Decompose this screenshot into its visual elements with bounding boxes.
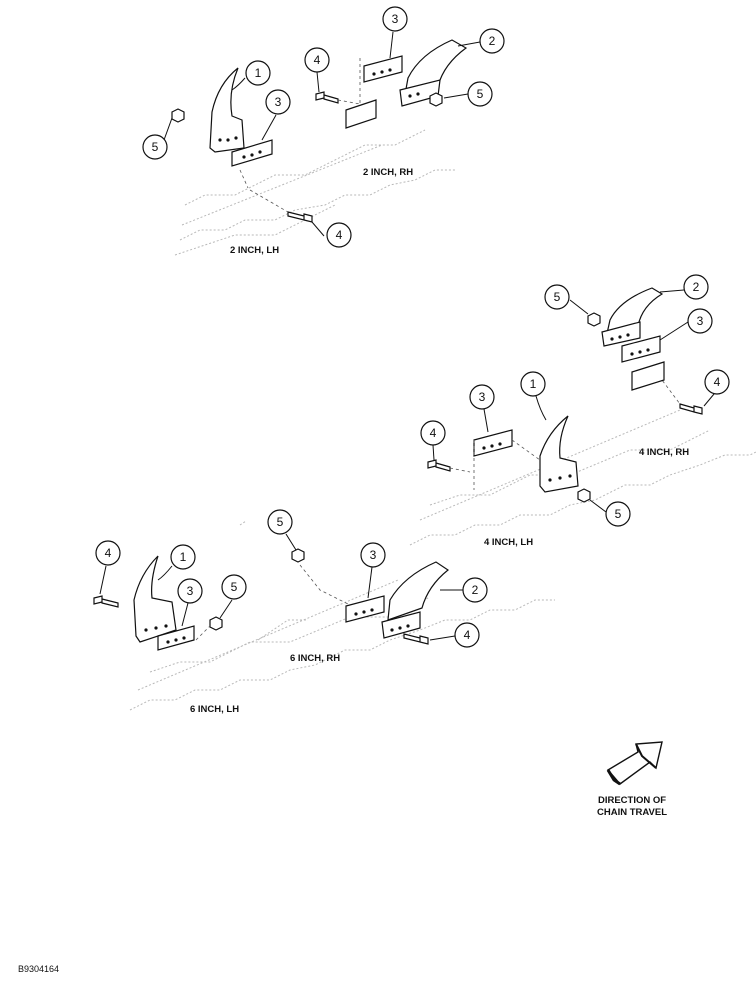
svg-text:4: 4 bbox=[464, 628, 471, 642]
label-4-inch-lh: 4 INCH, LH bbox=[484, 537, 533, 548]
bolt-4-lh bbox=[287, 211, 313, 223]
svg-text:4: 4 bbox=[336, 228, 343, 242]
svg-text:5: 5 bbox=[277, 515, 284, 529]
assembly-2-inch: 1 3 5 4 4 3 2 5 2 INCH, RH 2 INCH, LH bbox=[142, 6, 505, 256]
nut-5-lh bbox=[577, 488, 591, 503]
label-6-inch-rh: 6 INCH, RH bbox=[290, 653, 340, 664]
svg-text:5: 5 bbox=[152, 140, 159, 154]
nut-5-rh bbox=[587, 312, 601, 327]
callout-3: 3 bbox=[177, 578, 203, 627]
plate-3-lh bbox=[157, 625, 195, 651]
pad-1-hook bbox=[133, 555, 177, 643]
callout-4: 4 bbox=[420, 420, 446, 461]
svg-text:3: 3 bbox=[370, 548, 377, 562]
direction-label-line2: CHAIN TRAVEL bbox=[597, 807, 667, 818]
svg-text:4: 4 bbox=[430, 426, 437, 440]
callout-4: 4 bbox=[703, 369, 730, 407]
chain-links-6-inch bbox=[129, 520, 555, 711]
chain-links-2-inch bbox=[174, 129, 455, 256]
nut-5-rh bbox=[291, 548, 305, 563]
label-4-inch-rh: 4 INCH, RH bbox=[639, 447, 689, 458]
label-2-inch-lh: 2 INCH, LH bbox=[230, 245, 279, 256]
svg-text:3: 3 bbox=[479, 390, 486, 404]
callout-4: 4 bbox=[429, 622, 480, 648]
plate-3-lh bbox=[473, 429, 513, 457]
svg-text:4: 4 bbox=[105, 546, 112, 560]
callout-1: 1 bbox=[231, 60, 271, 91]
svg-text:1: 1 bbox=[180, 550, 187, 564]
bolt-4-lh bbox=[427, 459, 451, 472]
callout-4: 4 bbox=[95, 540, 121, 595]
nut-5-lh bbox=[171, 108, 185, 123]
callout-4: 4 bbox=[311, 221, 352, 248]
direction-label-line1: DIRECTION OF bbox=[598, 795, 666, 806]
callout-3: 3 bbox=[261, 89, 291, 141]
pad-1-hook bbox=[209, 67, 245, 153]
direction-arrow-icon bbox=[606, 741, 663, 785]
svg-text:2: 2 bbox=[489, 34, 496, 48]
callout-5: 5 bbox=[142, 117, 173, 160]
callout-2: 2 bbox=[659, 274, 709, 300]
callout-4: 4 bbox=[304, 47, 330, 93]
svg-text:4: 4 bbox=[714, 375, 721, 389]
bolt-4-rh bbox=[679, 403, 703, 415]
callout-3: 3 bbox=[382, 6, 408, 59]
callout-5: 5 bbox=[443, 81, 493, 107]
svg-text:4: 4 bbox=[314, 53, 321, 67]
svg-text:5: 5 bbox=[615, 507, 622, 521]
assembly-6-inch: 4 1 3 5 5 3 2 4 6 INCH, RH 6 INCH, LH bbox=[93, 509, 555, 715]
svg-text:3: 3 bbox=[275, 95, 282, 109]
svg-text:3: 3 bbox=[697, 314, 704, 328]
label-6-inch-lh: 6 INCH, LH bbox=[190, 704, 239, 715]
figure-code: B9304164 bbox=[18, 964, 59, 974]
callout-2: 2 bbox=[457, 28, 505, 54]
svg-text:1: 1 bbox=[530, 377, 537, 391]
svg-text:5: 5 bbox=[231, 580, 238, 594]
svg-text:3: 3 bbox=[392, 12, 399, 26]
assembly-4-inch: 5 2 3 4 1 3 4 5 4 INCH, RH 4 INCH, LH bbox=[409, 274, 756, 548]
nut-5-lh bbox=[209, 616, 223, 631]
bolt-4-rh bbox=[315, 91, 339, 104]
chain-links-4-inch bbox=[409, 409, 756, 546]
bolt-4-rh bbox=[403, 633, 429, 645]
callout-1: 1 bbox=[520, 371, 547, 421]
svg-text:5: 5 bbox=[554, 290, 561, 304]
callout-5: 5 bbox=[267, 509, 297, 551]
callout-2: 2 bbox=[440, 577, 488, 603]
bolt-4-lh bbox=[93, 595, 119, 608]
svg-text:2: 2 bbox=[693, 280, 700, 294]
callout-5: 5 bbox=[219, 574, 247, 619]
plate-3-rh bbox=[363, 55, 403, 83]
callout-1: 1 bbox=[157, 544, 196, 581]
svg-text:3: 3 bbox=[187, 584, 194, 598]
label-2-inch-rh: 2 INCH, RH bbox=[363, 167, 413, 178]
pad-1-hook bbox=[539, 415, 579, 493]
nut-5-rh bbox=[429, 92, 443, 107]
svg-text:5: 5 bbox=[477, 87, 484, 101]
pad-2-shoe bbox=[387, 561, 450, 621]
svg-text:2: 2 bbox=[472, 583, 479, 597]
callout-5: 5 bbox=[544, 284, 589, 315]
svg-text:1: 1 bbox=[255, 66, 262, 80]
plate-3-rh bbox=[345, 595, 385, 623]
callout-3: 3 bbox=[360, 542, 386, 599]
plate-3-lh bbox=[231, 139, 273, 167]
callout-5: 5 bbox=[589, 499, 631, 527]
direction-of-chain-travel: DIRECTION OF CHAIN TRAVEL bbox=[597, 741, 667, 818]
callout-3: 3 bbox=[469, 384, 495, 433]
callout-3: 3 bbox=[659, 308, 713, 341]
